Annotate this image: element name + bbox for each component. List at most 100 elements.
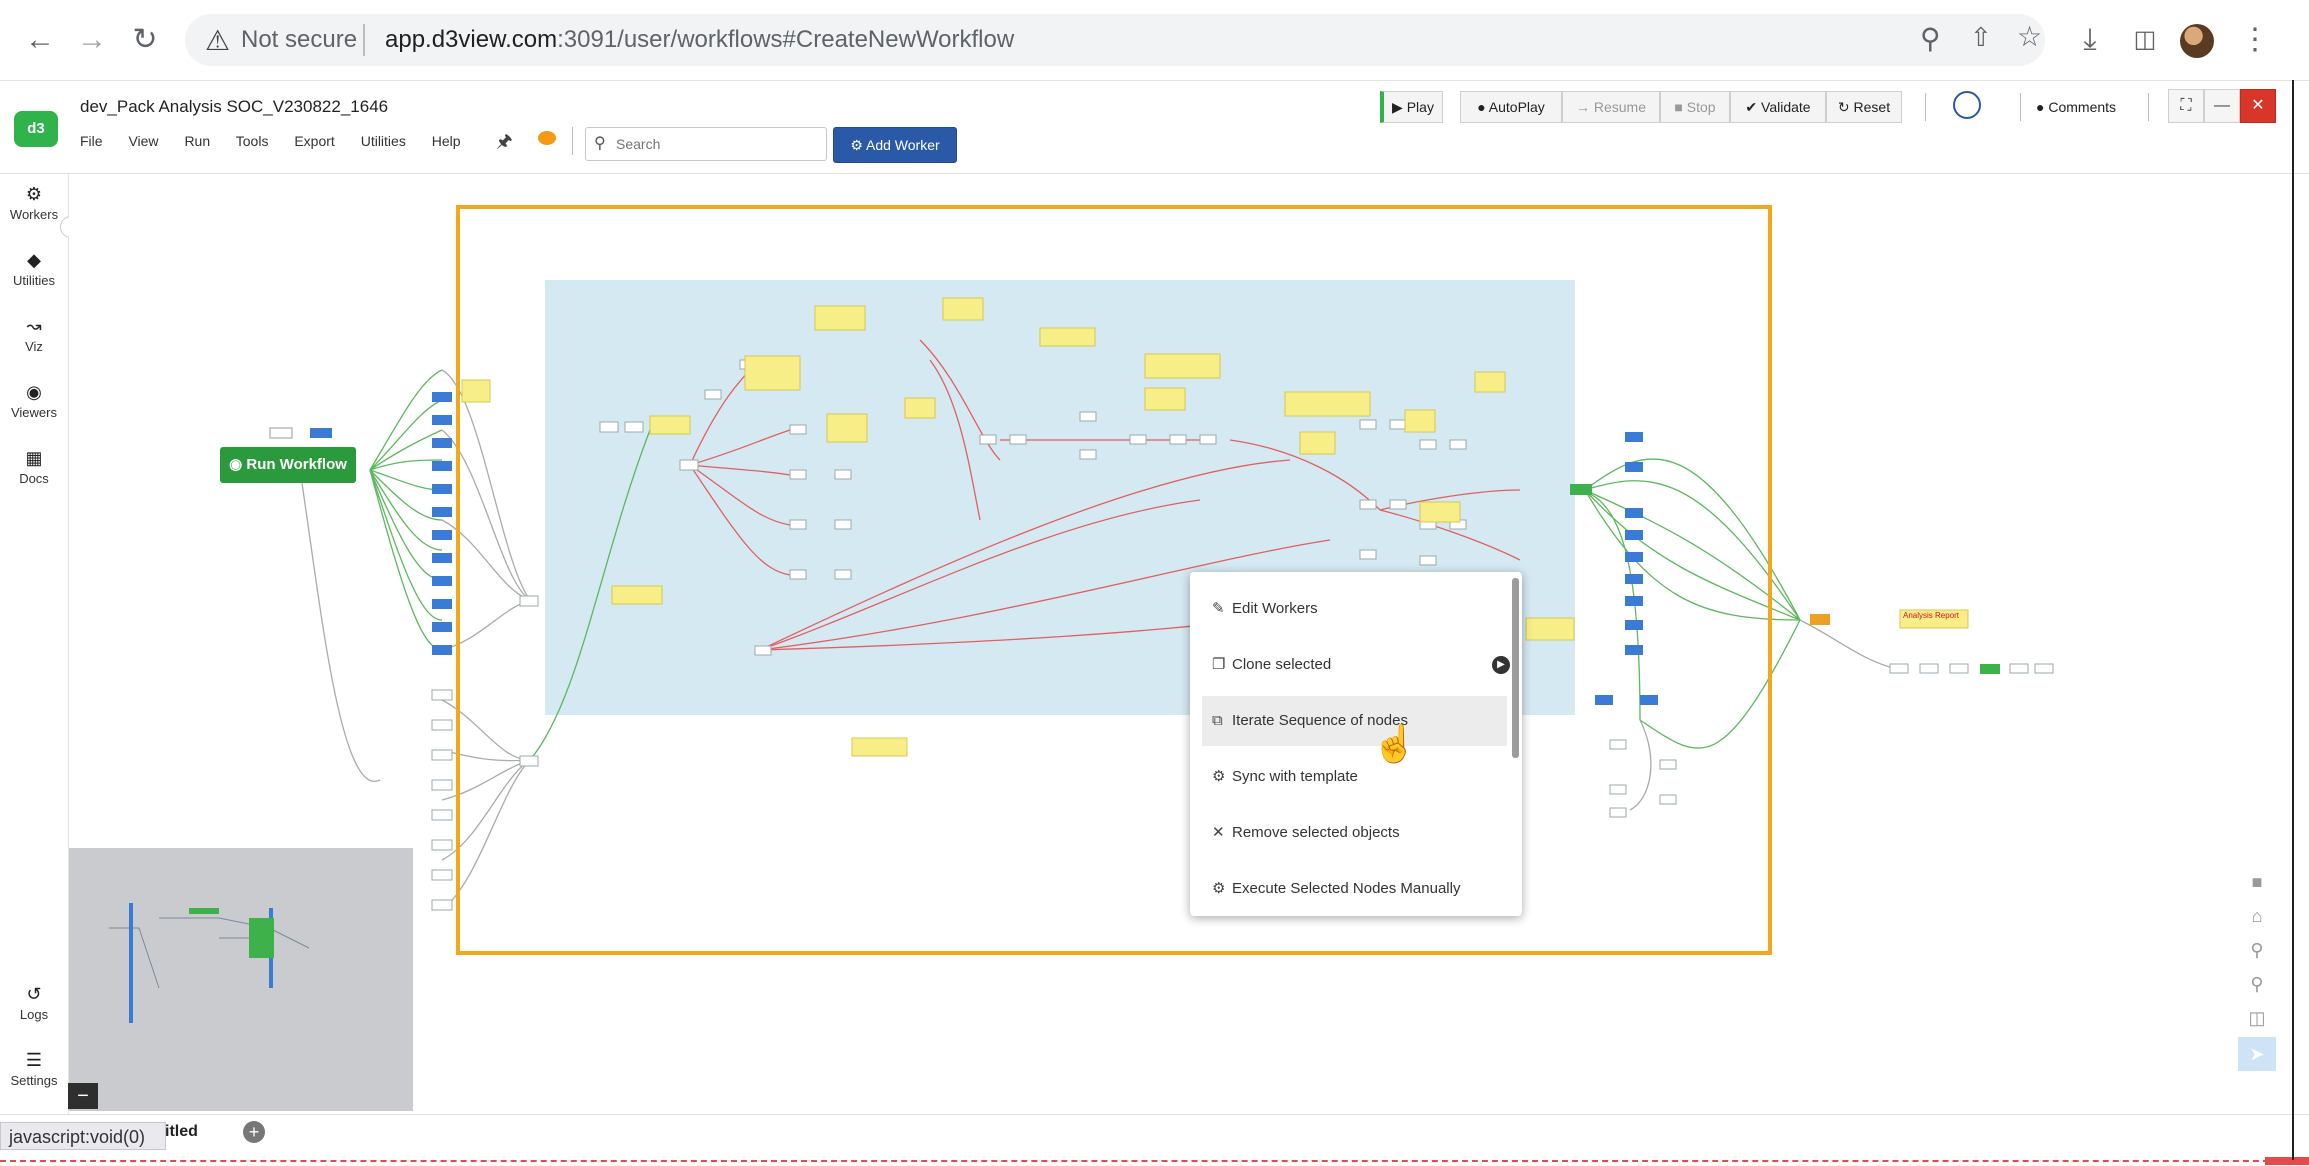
pointer-icon[interactable]: ➤ [2238, 1037, 2276, 1071]
url-host: app.d3view.com [385, 26, 558, 53]
sliders-icon: ☰ [25, 1050, 43, 1070]
menu-file[interactable]: File [80, 133, 103, 149]
context-item-clone-selected[interactable]: ❐Clone selected▶ [1202, 640, 1510, 690]
context-item-sync-template[interactable]: ⚙ Sync with template [1202, 752, 1507, 802]
warning-icon[interactable]: ⚠ [205, 25, 231, 56]
resume-label: Resume [1593, 99, 1647, 115]
star-icon[interactable]: ☆ [2017, 21, 2043, 52]
resume-button[interactable]: → Resume [1562, 91, 1660, 123]
sidebar-label: Viz [25, 339, 43, 354]
play-circle-icon: ◉ [229, 456, 247, 473]
grid-icon[interactable]: ■ [2251, 872, 2263, 892]
search-input[interactable] [614, 133, 818, 155]
context-menu-scrollbar[interactable] [1512, 578, 1519, 758]
comments-button[interactable]: ● Comments [2036, 99, 2117, 115]
sidebar-label: Docs [19, 471, 49, 486]
edit-icon: ✎ [1212, 600, 1225, 617]
zoom-in-icon[interactable]: ⚲ [2250, 940, 2264, 960]
sidepanel-icon[interactable]: ◫ [2133, 26, 2157, 53]
profile-avatar[interactable] [2180, 24, 2214, 58]
context-item-label: Iterate Sequence of nodes [1232, 712, 1408, 729]
divider [1925, 93, 1926, 121]
sidebar-item-workers[interactable]: ⚙ Workers [0, 184, 68, 222]
security-label[interactable]: Not secure [241, 26, 358, 53]
fullscreen-icon[interactable]: ⛶ [2168, 89, 2204, 123]
context-item-remove-selected[interactable]: ✕Remove selected objects [1202, 808, 1507, 858]
zoom-icon[interactable]: ⚲ [1920, 23, 1941, 54]
context-item-edit-workers[interactable]: ✎Edit Workers [1202, 584, 1507, 634]
reload-icon[interactable]: ↻ [132, 23, 158, 56]
diamond-icon: ◆ [27, 250, 41, 270]
clone-icon: ❐ [1212, 656, 1226, 673]
back-icon[interactable]: ← [25, 23, 55, 56]
context-menu: ✎Edit Workers ❐Clone selected▶ ⧉ Iterate … [1190, 572, 1522, 916]
minimap[interactable] [69, 848, 413, 1111]
sidebar-item-logs[interactable]: ↺Logs [0, 984, 68, 1022]
workflow-title: dev_Pack Analysis SOC_V230822_1646 [80, 97, 389, 116]
url-text[interactable]: app.d3view.com:3091/user/workflows#Creat… [385, 26, 1014, 54]
progress-ring-icon[interactable] [1953, 91, 1981, 119]
menu-view[interactable]: View [128, 133, 159, 149]
search-box[interactable]: ⚲ [585, 127, 827, 161]
gear-icon: ⚙ [25, 184, 43, 204]
zoom-out-icon[interactable]: ⚲ [2250, 974, 2264, 994]
search-icon: ⚲ [594, 135, 606, 152]
stop-button[interactable]: ■ Stop [1660, 91, 1730, 123]
forward-icon[interactable]: → [77, 23, 107, 56]
layers-icon: ⧉ [1212, 712, 1223, 729]
menu-run[interactable]: Run [184, 133, 211, 149]
history-icon: ↺ [26, 984, 42, 1004]
stop-label: Stop [1686, 99, 1716, 115]
context-item-execute-manually[interactable]: ⚙Execute Selected Nodes Manually [1202, 864, 1507, 914]
selection-highlight [456, 205, 1772, 955]
minimap-preview [109, 903, 310, 1023]
divider [572, 127, 573, 155]
chat-icon[interactable] [538, 131, 556, 145]
play-button[interactable]: ▶ Play [1380, 91, 1443, 123]
menu-utilities[interactable]: Utilities [360, 133, 406, 149]
autoplay-button[interactable]: ● AutoPlay [1460, 91, 1562, 123]
share-icon[interactable]: ⇧ [1970, 22, 1992, 52]
sidebar-label: Utilities [13, 273, 55, 288]
sidebar-item-docs[interactable]: ▦Docs [0, 448, 68, 486]
address-bar[interactable]: ⚠ Not secure app.d3view.com:3091/user/wo… [185, 14, 2045, 66]
menu-export[interactable]: Export [294, 133, 335, 149]
reset-button[interactable]: ↻ Reset [1826, 91, 1902, 123]
context-item-label: Sync with template [1232, 768, 1358, 785]
context-item-label: Remove selected objects [1232, 824, 1400, 841]
close-icon[interactable]: ✕ [2240, 89, 2276, 123]
home-icon[interactable]: ⌂ [2251, 906, 2263, 926]
sidebar-item-settings[interactable]: ☰ Settings [0, 1050, 68, 1088]
context-item-iterate-sequence[interactable]: ⧉ Iterate Sequence of nodes [1202, 696, 1507, 746]
sidebar-item-viewers[interactable]: ◉Viewers [0, 382, 68, 420]
validate-button[interactable]: ✔ Validate [1730, 91, 1826, 123]
app-logo[interactable]: d3 [14, 111, 58, 147]
menu-tools[interactable]: Tools [235, 133, 269, 149]
pin-icon[interactable]: 🖈 [496, 131, 513, 151]
graph-nodes [269, 359, 2054, 911]
sidebar-item-utilities[interactable]: ◆ Utilities [0, 250, 68, 288]
minimize-icon[interactable]: — [2204, 89, 2240, 123]
download-icon[interactable]: ⤓ [2083, 23, 2097, 56]
minimize-minimap-button[interactable]: − [68, 1083, 98, 1109]
sidebar-label: Workers [9, 207, 59, 222]
menu-help[interactable]: Help [431, 133, 461, 149]
menu-icon[interactable]: ⋮ [2240, 23, 2270, 56]
play-circle-icon[interactable]: ▶ [1492, 656, 1510, 674]
sidebar-label: Settings [10, 1073, 58, 1088]
run-workflow-label: Run Workflow [246, 456, 347, 473]
separator [363, 24, 365, 56]
divider [2020, 93, 2021, 121]
run-workflow-button[interactable]: ◉ Run Workflow [220, 447, 356, 483]
reset-label: Reset [1853, 99, 1891, 115]
sidebar-item-viz[interactable]: ↝Viz [0, 316, 68, 354]
tab-untitled[interactable]: itled [165, 1123, 198, 1140]
graph-edges-green [369, 369, 1801, 761]
basket-icon[interactable]: ◫ [2248, 1008, 2266, 1028]
autoplay-label: AutoPlay [1488, 99, 1545, 115]
divider [2148, 93, 2149, 121]
add-worker-button[interactable]: ⚙ Add Worker [833, 127, 957, 163]
output-node-label: Analysis Report [1903, 611, 1960, 620]
add-tab-button[interactable]: + [243, 1121, 265, 1143]
sync-icon: ⚙ [1212, 768, 1226, 785]
